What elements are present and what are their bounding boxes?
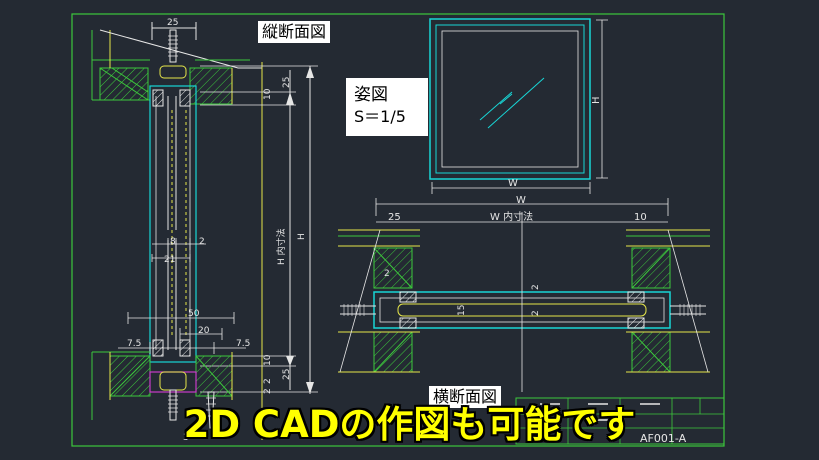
dim-50: 50 [188,309,200,319]
dim-b-2a: 2 [263,378,273,384]
dim-2: 2 [199,237,205,247]
sec-dim-15: 15 [457,305,467,316]
elev-dim-w: W [508,178,518,189]
dim-7-5-left: 7.5 [127,339,141,349]
dim-top-25: 25 [167,18,178,28]
elevation-scale-box: 姿図 S＝1/5 [346,78,428,136]
sec-dim-25: 25 [388,212,401,223]
sec-dim-2c: 2 [531,310,541,316]
dim-b-25: 25 [282,369,292,380]
dim-21: 21 [164,255,175,265]
sec-dim-w-inner: W 内寸法 [490,210,533,223]
elevation-label: 姿図 [354,85,388,105]
dim-r-10: 10 [263,88,273,100]
dim-8: 8 [170,237,176,247]
dim-20: 20 [198,326,210,336]
cross-section: W 25 W 内寸法 10 2 15 2 2 [338,195,710,392]
cross-section-label: 横断面図 [429,386,502,408]
promo-caption: 2D CADの作図も可能です [183,403,636,446]
drawing-border [71,13,725,447]
dim-b-2b: 2 [263,388,273,394]
dim-h-inner: H 内寸法 [275,228,287,265]
drawing-code: AF001-A [640,432,687,445]
sec-dim-10: 10 [634,212,647,223]
dim-h: H [297,233,307,240]
dim-r-25: 25 [282,77,292,88]
longitudinal-section-label: 縦断面図 [258,21,331,43]
elev-dim-h: H [591,96,602,104]
title-block: AF001-A [515,397,725,445]
dim-b-10: 10 [263,354,273,366]
sec-dim-2: 2 [384,269,390,279]
dim-b-3: 3 [183,433,189,443]
longitudinal-section: 25 10 25 H 内寸法 H 8 2 21 50 [91,18,318,443]
scale-label: S＝1/5 [354,107,406,126]
sec-dim-2b: 2 [531,284,541,290]
dim-7-5-right: 7.5 [236,339,250,349]
elevation-view: W H [429,18,608,194]
sec-dim-w: W [516,195,526,206]
